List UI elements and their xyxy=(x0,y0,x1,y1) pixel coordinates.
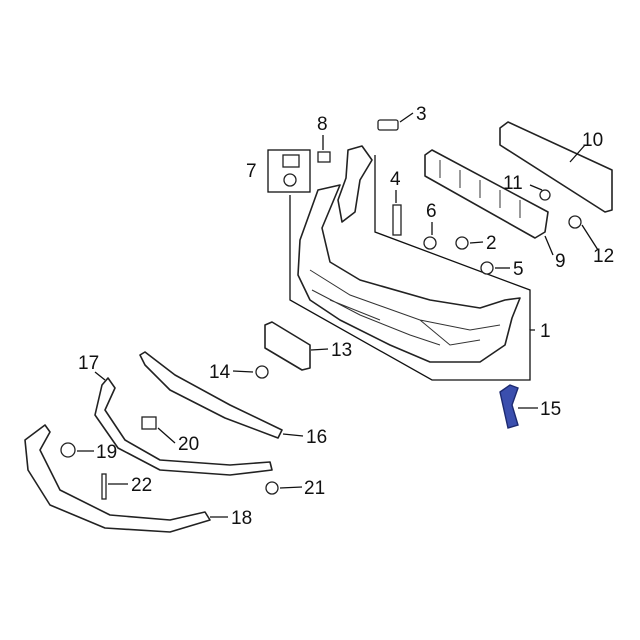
callout-11: 11 xyxy=(503,173,523,194)
fasteners xyxy=(60,119,582,500)
part-7-box xyxy=(267,149,311,193)
callout-12: 12 xyxy=(593,246,614,267)
callout-1: 1 xyxy=(540,321,551,342)
part-6-nut[interactable] xyxy=(423,236,437,250)
callout-17: 17 xyxy=(78,353,99,374)
part-15-bracket-highlighted[interactable] xyxy=(499,384,519,429)
part-20-clip[interactable] xyxy=(141,416,157,430)
callout-13: 13 xyxy=(331,340,352,361)
assembly-bracket xyxy=(289,195,535,381)
part-1-bumper-cover[interactable] xyxy=(297,184,521,363)
part-7-clip-b[interactable] xyxy=(283,173,297,187)
part-11-bolt[interactable] xyxy=(539,189,551,201)
callout-22: 22 xyxy=(131,475,152,496)
part-7-clip-a[interactable] xyxy=(282,154,300,168)
part-18-air-dam[interactable] xyxy=(24,424,211,533)
callout-8: 8 xyxy=(317,114,328,135)
callout-2: 2 xyxy=(486,233,497,254)
part-21-clip[interactable] xyxy=(265,481,279,495)
part-8-clip[interactable] xyxy=(317,151,331,163)
callout-9: 9 xyxy=(555,251,566,272)
part-9-absorber[interactable] xyxy=(424,149,549,239)
callout-5: 5 xyxy=(513,259,524,280)
callout-10: 10 xyxy=(582,130,603,151)
part-10-reinforcement[interactable] xyxy=(499,121,613,213)
part-17-lip[interactable] xyxy=(94,377,273,476)
callout-4: 4 xyxy=(390,169,401,190)
part-bracket-left xyxy=(337,145,373,223)
assembly-bracket-top xyxy=(374,155,531,330)
part-4-bolt[interactable] xyxy=(392,204,402,236)
callout-21: 21 xyxy=(304,478,325,499)
part-19-clip[interactable] xyxy=(60,442,76,458)
part-2-bolt[interactable] xyxy=(455,236,469,250)
callout-14: 14 xyxy=(209,362,231,383)
part-5-bolt[interactable] xyxy=(480,261,494,275)
part-9-ribs xyxy=(439,160,521,218)
part-3-screw[interactable] xyxy=(377,119,399,131)
callout-18: 18 xyxy=(231,508,252,529)
part-12-bolt[interactable] xyxy=(568,215,582,229)
part-13-bracket[interactable] xyxy=(264,321,311,371)
callout-3: 3 xyxy=(416,104,427,125)
part-1-grille-lines xyxy=(309,269,501,346)
callout-16: 16 xyxy=(306,427,327,448)
callout-15: 15 xyxy=(540,399,561,420)
callout-labels: 1 2 3 4 5 6 7 8 9 10 11 12 13 14 15 16 1… xyxy=(78,104,614,529)
callout-20: 20 xyxy=(178,434,199,455)
callout-7: 7 xyxy=(246,161,257,182)
leader-lines xyxy=(77,112,599,518)
part-22-rivet[interactable] xyxy=(101,473,107,500)
part-16-deflector[interactable] xyxy=(139,351,283,439)
callout-6: 6 xyxy=(426,201,437,222)
callout-19: 19 xyxy=(96,442,117,463)
part-14-bolt[interactable] xyxy=(255,365,269,379)
